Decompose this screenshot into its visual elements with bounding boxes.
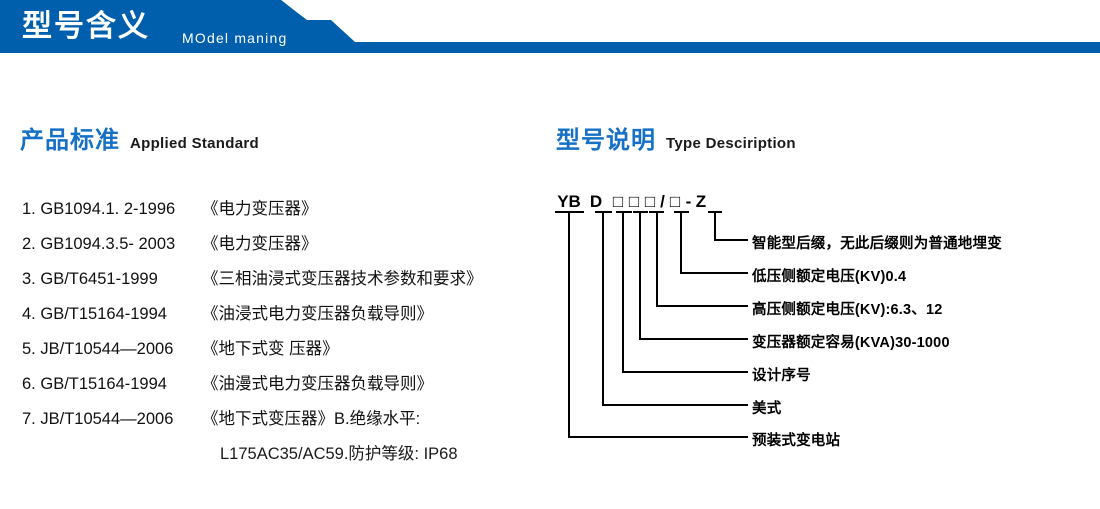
standard-number: GB1094.3.5- 2003 <box>40 235 176 253</box>
standard-index: 5. <box>22 340 36 358</box>
list-item: 4. GB/T15164-1994 《油浸式电力变压器负载导则》 <box>22 300 542 335</box>
standards-heading-en: Applied Standard <box>130 135 259 152</box>
standard-number: JB/T10544—2006 <box>40 340 174 358</box>
standard-code: 4. GB/T15164-1994 <box>22 305 202 324</box>
type-label-suffix: 智能型后缀，无此后缀则为普通地埋变 <box>752 236 1002 252</box>
type-code-token-z: Z <box>695 192 707 211</box>
type-label-american-style: 美式 <box>752 401 782 417</box>
page-header: 型号含义 MOdel maning <box>0 0 1100 62</box>
type-code-token-box1: □ <box>612 192 624 211</box>
standard-code: 7. JB/T10544—2006 <box>22 410 202 429</box>
standard-code: 1. GB1094.1. 2-1996 <box>22 200 202 219</box>
list-item: 3. GB/T6451-1999 《三相油浸式变压器技术参数和要求》 <box>22 265 542 300</box>
list-item: 1. GB1094.1. 2-1996 《电力变压器》 <box>22 195 542 230</box>
standard-code: 2. GB1094.3.5- 2003 <box>22 235 202 254</box>
standard-name: 《地下式变 压器》 <box>202 340 339 358</box>
standard-number: GB/T6451-1999 <box>40 270 158 288</box>
standard-index: 6. <box>22 375 36 393</box>
list-item: 6. GB/T15164-1994 《油漫式电力变压器负载导则》 <box>22 370 542 405</box>
header-banner-shape <box>0 0 1100 53</box>
type-heading-en: Type Desciription <box>666 135 796 152</box>
type-code-token-yb: YB <box>557 192 581 211</box>
type-label-design-serial: 设计序号 <box>752 368 811 384</box>
type-label-lv-voltage: 低压侧额定电压(KV)0.4 <box>752 269 907 285</box>
standard-number: GB1094.1. 2-1996 <box>40 200 176 218</box>
type-code-token-box3: □ <box>644 192 656 211</box>
standard-name: 《三相油浸式变压器技术参数和要求》 <box>202 270 483 288</box>
type-code-token-slash: / <box>660 192 665 211</box>
standard-name: 《电力变压器》 <box>202 200 318 218</box>
standard-index: 4. <box>22 305 36 323</box>
type-leader-lines <box>555 211 748 438</box>
type-code-token-box2: □ <box>628 192 640 211</box>
standard-number: GB/T15164-1994 <box>40 305 167 323</box>
standard-name: 《电力变压器》 <box>202 235 318 253</box>
type-label-capacity: 变压器额定容易(KVA)30-1000 <box>752 335 950 351</box>
standard-name: 《油浸式电力变压器负载导则》 <box>202 305 433 323</box>
standard-code: 6. GB/T15164-1994 <box>22 375 202 394</box>
type-heading-cn: 型号说明 <box>556 127 656 154</box>
standard-index: 2. <box>22 235 36 253</box>
type-label-prefab-substation: 预装式变电站 <box>752 433 841 449</box>
standard-code: 5. JB/T10544—2006 <box>22 340 202 359</box>
header-title-en: MOdel maning <box>182 30 288 46</box>
list-item: 5. JB/T10544—2006 《地下式变 压器》 <box>22 335 542 370</box>
header-title-cn: 型号含义 <box>22 10 150 43</box>
list-item: 7. JB/T10544—2006 《地下式变压器》B.绝缘水平: <box>22 405 542 440</box>
type-code-token-d: D <box>589 192 603 211</box>
list-item: 2. GB1094.3.5- 2003 《电力变压器》 <box>22 230 542 265</box>
standard-name: 《地下式变压器》B.绝缘水平: <box>202 410 421 428</box>
standards-section-heading: 产品标准 Applied Standard <box>20 120 259 155</box>
standard-index: 7. <box>22 410 36 428</box>
standard-name: 《油漫式电力变压器负载导则》 <box>202 375 433 393</box>
standard-index: 3. <box>22 270 36 288</box>
standard-number: GB/T15164-1994 <box>40 375 167 393</box>
standards-heading-cn: 产品标准 <box>20 127 120 154</box>
type-label-hv-voltage: 高压侧额定电压(KV):6.3、12 <box>752 302 943 318</box>
standard-index: 1. <box>22 200 36 218</box>
standard-continuation-line: L175AC35/AC59.防护等级: IP68 <box>220 445 458 463</box>
type-code-token-box4: □ <box>669 192 681 211</box>
standards-list: 1. GB1094.1. 2-1996 《电力变压器》 2. GB1094.3.… <box>22 195 542 478</box>
standard-number: JB/T10544—2006 <box>40 410 174 428</box>
standard-code: 3. GB/T6451-1999 <box>22 270 202 289</box>
type-code-token-dash: - <box>685 192 692 211</box>
type-section-heading: 型号说明 Type Desciription <box>556 120 796 155</box>
